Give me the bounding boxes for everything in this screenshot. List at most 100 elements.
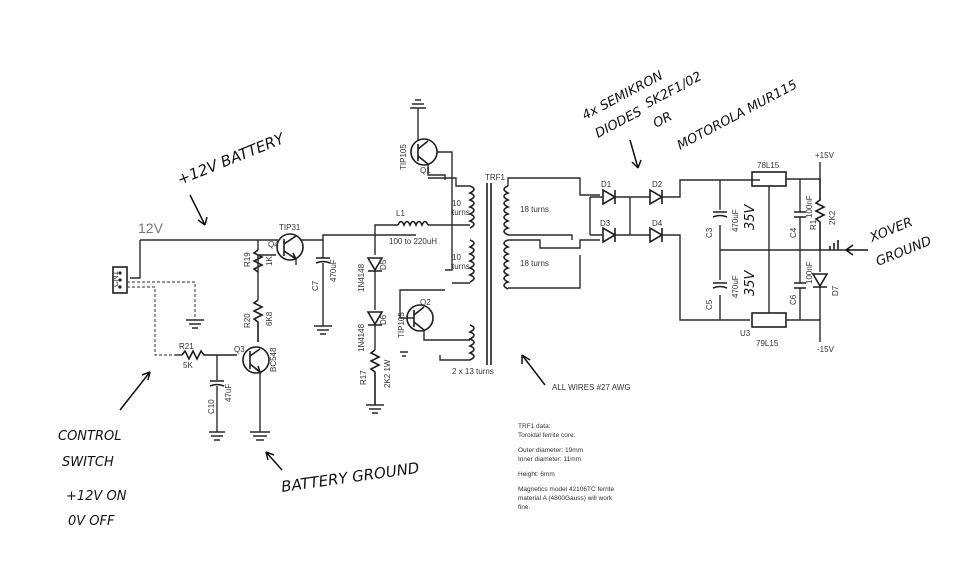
diode-d4 [649, 226, 664, 244]
r21-label: R21 [179, 342, 194, 351]
resistor-r20 [252, 299, 264, 342]
diodes-note-4: OR [651, 109, 675, 131]
transistor-q4 [276, 233, 304, 261]
regulator-78l15 [751, 171, 787, 187]
diode-d7 [811, 273, 829, 288]
svg-text:Height: 6mm: Height: 6mm [518, 471, 555, 478]
inductor-l1 [397, 220, 429, 228]
u3-label: U3 [740, 329, 751, 338]
q4-label: Q4 [268, 240, 279, 249]
svg-text:Inner diameter: 11mm: Inner diameter: 11mm [518, 456, 581, 463]
supply-label: 12V [138, 220, 164, 236]
turns10a-word: turns [452, 208, 470, 217]
transformer-trf1 [468, 183, 510, 365]
diode-d1 [602, 188, 617, 206]
c3-value: 470uF [731, 209, 740, 232]
svg-text:Magnetics model 42106TC ferri: Magnetics model 42106TC ferrite [518, 486, 614, 493]
capacitor-c4 [794, 211, 806, 218]
q3-label: Q3 [234, 345, 245, 354]
d5-part: 1N4148 [357, 263, 366, 292]
control-note-2: SWITCH [62, 455, 114, 470]
turns10b: 10 [452, 253, 461, 262]
r1-value: 2K2 [828, 210, 837, 225]
tip31-label: TIP31 [279, 223, 301, 232]
resistor-r1 [814, 179, 826, 250]
turns18a: 18 turns [520, 205, 549, 214]
c6-label: C6 [789, 294, 798, 305]
regulator-79l15 [751, 312, 787, 328]
capacitor-c5 [712, 282, 728, 289]
turns-2x13: 2 x 13 turns [452, 367, 494, 376]
capacitor-c7 [315, 257, 331, 264]
battery-ground-note: BATTERY GROUND [280, 459, 420, 496]
capacitor-c3 [712, 211, 728, 218]
u3-part-label: 79L15 [756, 339, 779, 348]
c10-label: C10 [207, 399, 216, 414]
c4-label: C4 [789, 227, 798, 238]
all-wires-note: ALL WIRES #27 AWG [552, 383, 631, 392]
r1-label: R1 [809, 219, 818, 230]
u1-part-label: 78L15 [757, 161, 780, 170]
turns18b: 18 turns [520, 259, 549, 268]
xover-ground-symbol [829, 240, 839, 250]
d4-label: D4 [652, 219, 663, 228]
c5-value: 470uF [731, 275, 740, 298]
control-note-4: 0V OFF [68, 514, 115, 529]
c6-value: 100nF [805, 261, 814, 284]
l1-label: L1 [396, 209, 405, 218]
svg-text:Outer diameter: 19mm: Outer diameter: 19mm [518, 447, 583, 454]
r17-value: 2K2 1W [383, 359, 392, 388]
capacitor-c6 [794, 282, 806, 289]
r21-value: 5K [183, 361, 193, 370]
diodes-note-5: MOTOROLA MUR115 [675, 78, 800, 154]
control-note-1: CONTROL [58, 429, 121, 444]
supply-rail [140, 234, 416, 241]
diode-d3 [602, 226, 617, 244]
resistor-r19 [252, 249, 264, 273]
d7-label: D7 [831, 285, 840, 296]
c7-label: C7 [311, 280, 320, 291]
turns10b-word: turns [452, 262, 470, 271]
battery-annotation: +12V BATTERY [175, 129, 289, 189]
c4-value: 100nF [805, 195, 814, 218]
q2-label: Q2 [420, 298, 431, 307]
d3-label: D3 [600, 219, 611, 228]
plus15-label: +15V [815, 151, 835, 160]
r17-label: R17 [359, 370, 368, 385]
cap-voltage-2: 35V [743, 269, 758, 296]
svg-text:material A (4800Gauss) will wo: material A (4800Gauss) will work [518, 495, 613, 502]
control-note-3: +12V ON [66, 489, 127, 504]
cap-voltage-1: 35V [743, 203, 758, 230]
ground-symbol [186, 319, 204, 329]
cn1-label: CN1 [111, 270, 120, 287]
r19-label: R19 [243, 252, 252, 267]
svg-text:Toroidal ferrite core:: Toroidal ferrite core: [518, 432, 576, 439]
d5-label: D5 [379, 259, 388, 270]
diode-d2 [649, 188, 664, 206]
r19-value: 1K [265, 256, 274, 266]
c5-label: C5 [705, 299, 714, 310]
tip105-1-label: TIP105 [399, 144, 408, 170]
connector-cn1: CN1 [111, 266, 128, 294]
trf-data-note: TRF1 data: Toroidal ferrite core: Outer … [518, 423, 614, 511]
d1-label: D1 [601, 180, 612, 189]
c3-label: C3 [705, 227, 714, 238]
l1-value: 100 to 220uH [389, 237, 437, 246]
bc548-label: BC548 [269, 347, 278, 372]
d6-part: 1N4148 [357, 323, 366, 352]
q1-label: Q1 [420, 166, 431, 175]
svg-text:TRF1 data:: TRF1 data: [518, 423, 551, 430]
c10-value: 47uF [224, 384, 233, 402]
r20-label: R20 [243, 313, 252, 328]
d6-label: D6 [379, 314, 388, 325]
svg-text:fine.: fine. [518, 504, 530, 511]
transistor-q3 [242, 346, 270, 375]
capacitor-c10 [209, 380, 225, 387]
resistor-r17 [369, 349, 381, 405]
c7-value: 470uF [329, 259, 338, 282]
tip105-2-label: TIP105 [397, 312, 406, 338]
transistor-q1 [410, 138, 438, 166]
r20-value: 6K8 [265, 311, 274, 326]
minus15-label: -15V [817, 345, 835, 354]
